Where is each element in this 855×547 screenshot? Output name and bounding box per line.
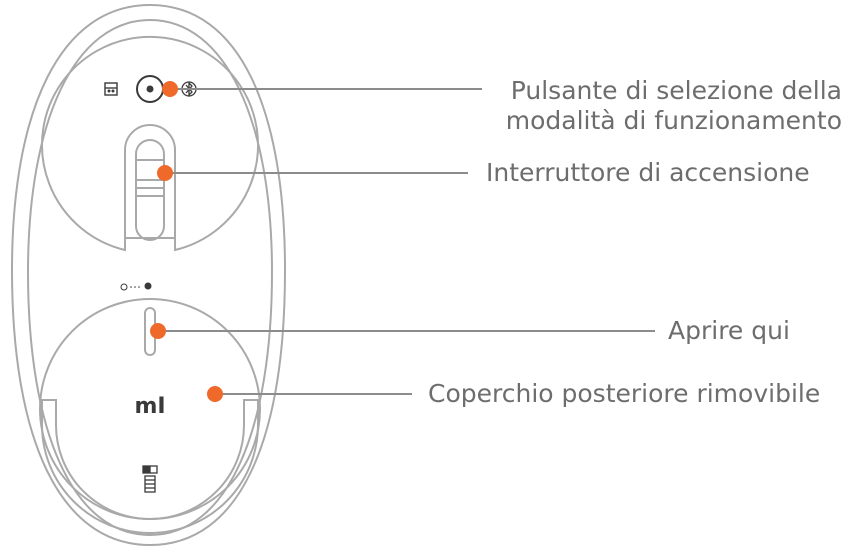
led-indicator-icon — [120, 282, 152, 291]
callout-markers — [150, 81, 223, 402]
callout-power-switch: Interruttore di accensione — [486, 158, 810, 188]
marker-back-cover — [207, 386, 223, 402]
callout-mode-button: Pulsante di selezione della modalità di … — [480, 76, 842, 136]
callout-back-cover: Coperchio posteriore rimovibile — [428, 379, 820, 409]
callout-open-here: Aprire qui — [668, 316, 790, 346]
marker-power-switch — [157, 165, 173, 181]
mi-logo-icon: mI — [134, 394, 165, 419]
mode-button-icon — [136, 75, 164, 103]
switch-slot-inner — [135, 139, 165, 241]
callout-back-cover-text: Coperchio posteriore rimovibile — [428, 379, 821, 408]
callout-open-here-text: Aprire qui — [668, 316, 790, 345]
receiver-slot-icon — [104, 82, 118, 96]
leader-lines — [158, 88, 655, 395]
back-cover — [39, 298, 261, 534]
mouse-inner-shell — [26, 18, 274, 537]
mouse-outer-shell — [10, 3, 287, 547]
callout-mode-button-line-1: Pulsante di selezione della — [510, 76, 842, 105]
usb-receiver-icon — [142, 465, 158, 493]
callout-mode-button-line-2: modalità di funzionamento — [505, 106, 842, 135]
marker-mode-button — [162, 81, 178, 97]
upper-plate-outline — [41, 36, 259, 252]
switch-slot-outer — [124, 124, 176, 249]
callout-power-switch-text: Interruttore di accensione — [486, 158, 810, 187]
back-cover-groove — [41, 399, 259, 534]
upper-plate — [41, 36, 259, 252]
marker-open-here — [150, 323, 166, 339]
